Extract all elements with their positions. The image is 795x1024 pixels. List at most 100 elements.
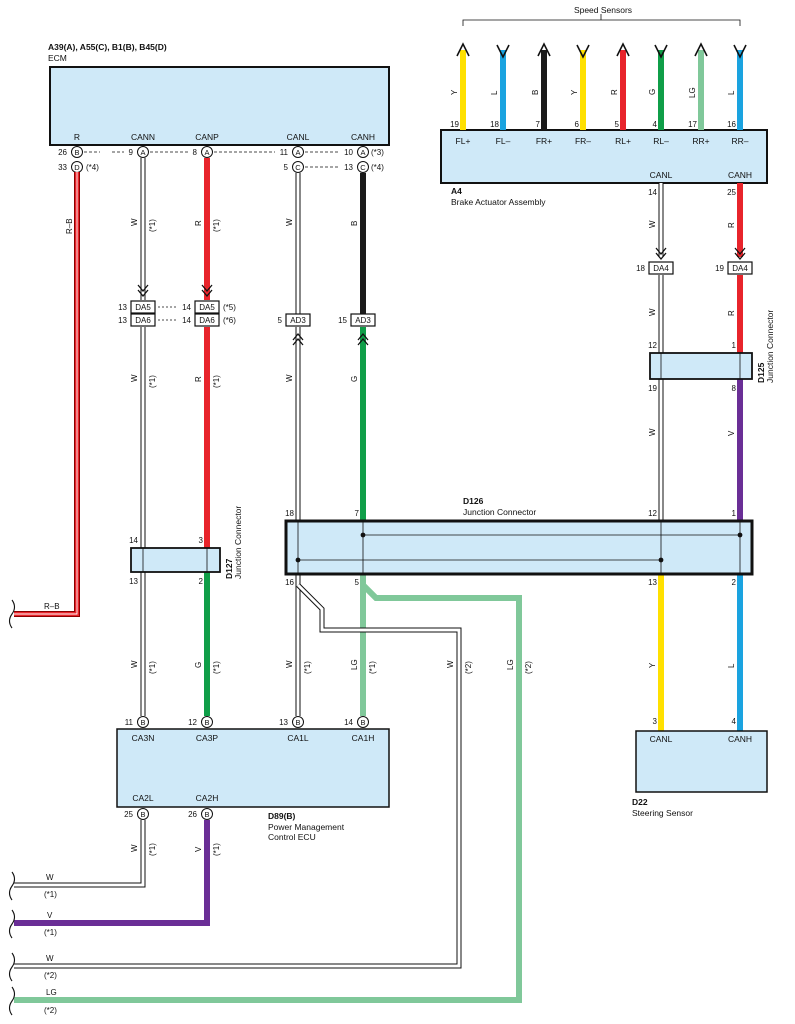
svg-text:D127: D127 [224,558,234,579]
wire-lg-2 [14,582,522,1003]
speed-sensor-wires: Y19FL+L18FL–B7FR+Y6FR–R5RL+G4RL–LG17RR+L… [450,42,749,146]
ecm-box [49,66,390,146]
svg-text:1: 1 [732,341,737,350]
svg-text:CA2H: CA2H [196,793,219,803]
svg-text:5: 5 [278,316,283,325]
svg-text:D125: D125 [756,362,766,383]
svg-text:R–B: R–B [44,602,60,611]
svg-text:(*2): (*2) [44,971,57,980]
brake-id: A4 [451,186,462,196]
svg-text:16: 16 [285,578,294,587]
speed-sensor-pin-7: 16 [727,120,736,129]
svg-text:DA6: DA6 [199,316,215,325]
svg-text:Power Management: Power Management [268,822,345,832]
svg-text:R–B: R–B [65,218,74,234]
svg-text:Y: Y [648,662,657,668]
svg-text:L: L [727,663,736,668]
svg-text:W: W [46,954,54,963]
svg-text:W: W [130,218,139,226]
svg-text:W: W [285,374,294,382]
svg-text:13: 13 [648,578,657,587]
svg-text:18: 18 [636,264,645,273]
svg-text:(*3): (*3) [371,148,384,157]
svg-text:13: 13 [118,316,127,325]
svg-text:(*1): (*1) [44,928,57,937]
svg-text:R: R [194,220,203,226]
svg-text:W: W [130,660,139,668]
svg-text:Junction Connector: Junction Connector [765,310,775,383]
svg-text:12: 12 [188,718,197,727]
brake-canl-pin: 14 [648,188,657,197]
svg-text:7: 7 [355,509,360,518]
svg-text:W: W [46,873,54,882]
speed-sensor-color-1: L [490,90,499,95]
svg-text:W: W [130,844,139,852]
svg-text:8: 8 [193,148,198,157]
svg-text:(*1): (*1) [212,661,221,674]
svg-text:(*1): (*1) [148,219,157,232]
speed-sensor-arrow-7 [733,44,747,59]
svg-text:(*4): (*4) [371,163,384,172]
svg-text:(*4): (*4) [86,163,99,172]
brake-term-1: FL– [496,136,511,146]
speed-sensor-pin-6: 17 [688,120,697,129]
svg-text:A: A [360,148,365,157]
svg-text:(*1): (*1) [44,890,57,899]
svg-text:19: 19 [648,384,657,393]
junction-d126: D126 Junction Connector 18 7 12 1 16 5 1… [284,496,754,587]
svg-text:D: D [74,163,80,172]
svg-text:Junction Connector: Junction Connector [463,507,536,517]
speed-sensor-color-7: L [727,90,736,95]
output-leads: R–B W (*1) V (*1) W (*2) LG (*2) [8,599,60,1016]
speed-sensor-color-3: Y [570,89,579,95]
speed-sensor-pin-1: 18 [490,120,499,129]
connector-da5-da6: DA5 DA6 13 13 14 14 DA5 DA6 (*5) (*6) [118,300,236,327]
speed-sensor-pin-5: 4 [653,120,658,129]
svg-text:(*6): (*6) [223,316,236,325]
svg-text:(*1): (*1) [148,661,157,674]
wire-v-1 [14,820,210,926]
svg-text:W: W [285,660,294,668]
wire-w-1 [14,820,146,888]
brake-term-canl: CANL [650,170,673,180]
svg-text:12: 12 [648,509,657,518]
svg-text:DA4: DA4 [653,264,669,273]
svg-text:V: V [727,430,736,436]
svg-text:R: R [727,310,736,316]
svg-text:(*1): (*1) [212,843,221,856]
speed-sensor-arrow-4 [616,42,630,57]
svg-text:V: V [47,911,53,920]
svg-text:B: B [140,718,145,727]
svg-text:B: B [350,221,359,226]
junction-d125: 12 1 19 8 D125 Junction Connector [648,310,775,393]
brake-term-4: RL+ [615,136,631,146]
svg-text:R: R [194,376,203,382]
svg-text:2: 2 [199,577,204,586]
svg-text:B: B [360,718,365,727]
svg-text:G: G [350,376,359,382]
ecm-term-canh: CANH [351,132,375,142]
svg-text:CA1H: CA1H [352,733,375,743]
svg-text:(*2): (*2) [464,661,473,674]
ecm-pins: 26 B 33 D (*4) 9 A 8 A 11 A 5 C 10 A (*3… [58,146,384,173]
svg-text:13: 13 [344,163,353,172]
connector-da4: 18 DA4 19 DA4 [636,261,753,275]
speed-sensor-arrow-2 [537,42,551,57]
svg-text:14: 14 [344,718,353,727]
ecm-term-r: R [74,132,80,142]
svg-text:A: A [204,148,209,157]
svg-text:A: A [140,148,145,157]
arrowheads [137,247,746,346]
svg-text:LG: LG [46,988,57,997]
svg-text:W: W [130,374,139,382]
svg-text:(*2): (*2) [44,1006,57,1015]
speed-sensor-arrow-1 [496,44,510,59]
speed-sensor-arrow-5 [654,44,668,59]
svg-text:8: 8 [732,384,737,393]
brake-term-2: FR+ [536,136,552,146]
svg-text:D89(B): D89(B) [268,811,296,821]
svg-text:R: R [727,222,736,228]
svg-text:(*1): (*1) [212,219,221,232]
svg-text:14: 14 [182,316,191,325]
